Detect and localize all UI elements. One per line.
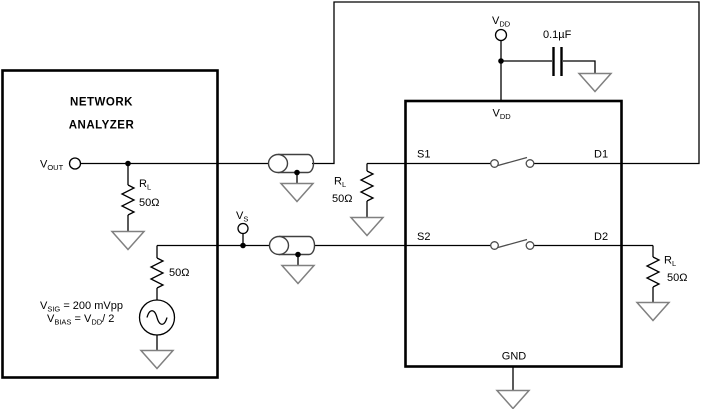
- rl1-value-label: 50Ω: [139, 197, 159, 209]
- ic-d1-pin-label: D1: [594, 149, 608, 161]
- ground-icon: [578, 72, 612, 93]
- wire-cap-to-gnd: [563, 60, 596, 74]
- coax-cable-vout: [267, 153, 315, 174]
- ground-icon: [111, 230, 145, 251]
- wire-d1-feedback-loop: [312, 1, 700, 165]
- junction-dot: [240, 242, 246, 249]
- analyzer-title-line1: NETWORK: [70, 97, 133, 109]
- bypass-capacitor: [552, 47, 563, 76]
- ic-vdd-pin-label: VDD: [493, 108, 512, 122]
- d2term-value-label: 50Ω: [667, 272, 687, 284]
- analyzer-title-line2: ANALYZER: [69, 120, 135, 132]
- switch-s1-d1: [490, 156, 535, 168]
- network-analyzer-box: [1, 69, 219, 379]
- switch-s2-d2: [490, 238, 535, 250]
- vdd-terminal-label: VDD: [492, 15, 511, 29]
- vsig-note: VSIG = 200 mVpp: [40, 300, 123, 314]
- resistor-s1-termination: [360, 170, 374, 202]
- sine-wave-icon: [146, 310, 168, 325]
- ac-source: [138, 299, 176, 336]
- s1term-ref-label: RL: [334, 176, 346, 190]
- rl1-ref-label: RL: [139, 178, 151, 192]
- ic-s1-pin-label: S1: [417, 149, 430, 161]
- ic-gnd-pin-label: GND: [502, 351, 527, 363]
- vdd-terminal: [494, 28, 508, 42]
- bypass-cap-value-label: 0.1µF: [543, 29, 572, 41]
- vout-label: VOUT: [40, 159, 64, 173]
- junction-dot: [295, 251, 301, 258]
- junction-dot: [125, 160, 131, 167]
- resistor-source-50: [150, 257, 164, 289]
- source-res-value-label: 50Ω: [169, 267, 189, 279]
- junction-dot: [294, 169, 300, 176]
- ground-icon: [636, 301, 670, 322]
- wires: [80, 1, 700, 391]
- junction-dot: [498, 58, 504, 64]
- vs-label: VS: [236, 210, 248, 224]
- d2term-ref-label: RL: [664, 255, 676, 269]
- resistor-analyzer-load: [121, 184, 135, 216]
- coax-cable-vs: [268, 235, 316, 256]
- vs-terminal: [237, 222, 249, 235]
- vout-terminal: [68, 157, 82, 170]
- ground-icon: [350, 216, 384, 237]
- resistor-d2-termination: [646, 256, 660, 288]
- vbias-note: VBIAS = VDD/ 2: [47, 313, 114, 327]
- switch-ic-box: [404, 99, 623, 368]
- ic-s2-pin-label: S2: [417, 231, 430, 243]
- ground-icon: [281, 264, 315, 285]
- ground-icon: [140, 349, 174, 370]
- ground-icon: [496, 389, 530, 409]
- ground-icon: [280, 182, 314, 203]
- ic-d2-pin-label: D2: [594, 231, 608, 243]
- s1term-value-label: 50Ω: [332, 193, 352, 205]
